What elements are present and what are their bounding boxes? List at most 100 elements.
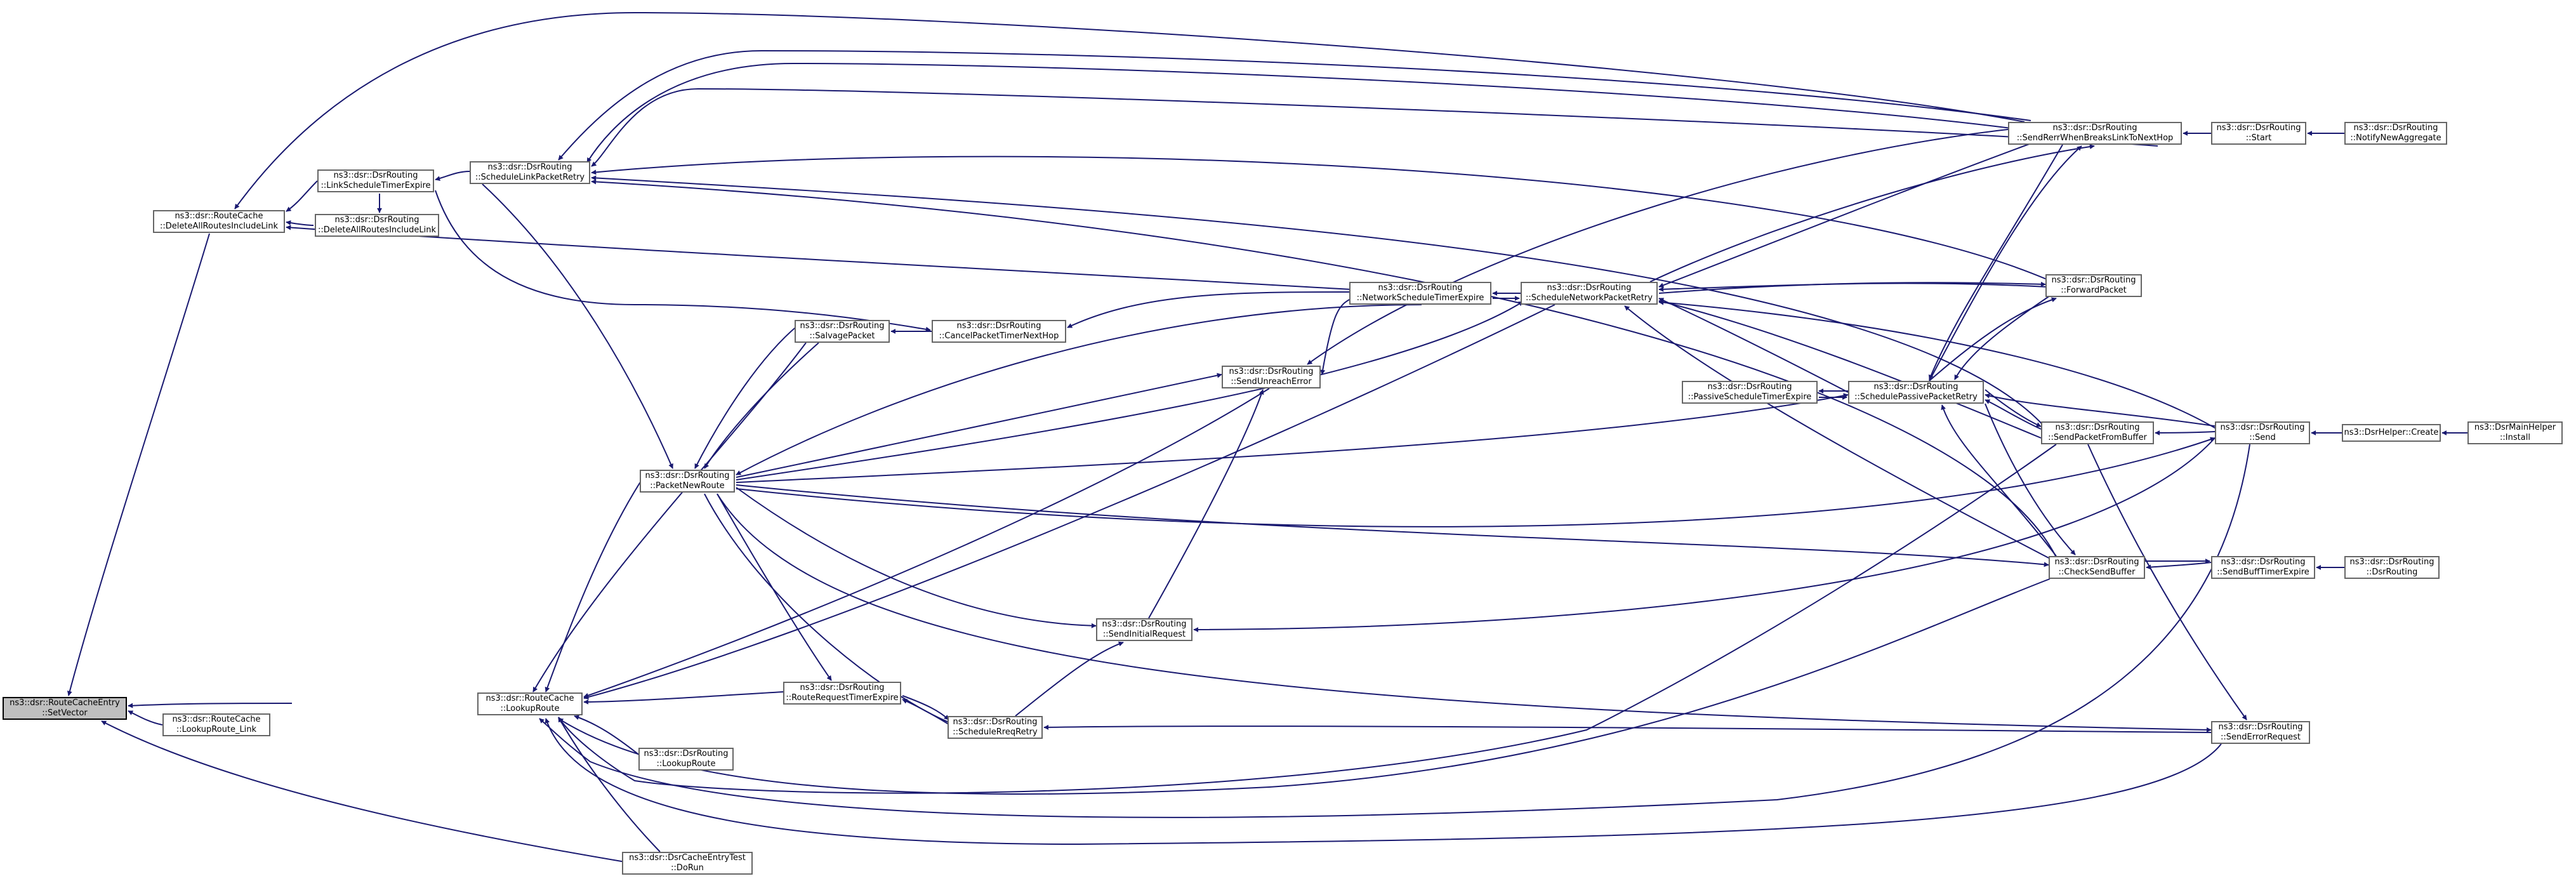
call-edge-56 bbox=[1929, 144, 2063, 380]
node-line2: ::SendUnreachError bbox=[1231, 377, 1312, 387]
call-edge-17 bbox=[574, 715, 640, 756]
node-line2: ::SendErrorRequest bbox=[2221, 732, 2301, 742]
node-check-send-buffer[interactable]: ns3::dsr::DsrRouting ::CheckSendBuffer bbox=[2049, 556, 2145, 579]
node-line1: ns3::dsr::DsrRouting bbox=[2054, 557, 2139, 567]
call-edge-16 bbox=[583, 691, 784, 705]
node-cancel-packet-timer-next-hop[interactable]: ns3::dsr::DsrRouting ::CancelPacketTimer… bbox=[932, 320, 1066, 343]
node-line2: ::ScheduleLinkPacketRetry bbox=[475, 173, 585, 182]
node-line1: ns3::dsr::DsrRouting bbox=[953, 717, 1038, 727]
node-send-unreach-error[interactable]: ns3::dsr::DsrRouting ::SendUnreachError bbox=[1222, 366, 1321, 388]
call-edge-59 bbox=[1941, 404, 2057, 557]
node-line1: ns3::dsr::DsrRouting bbox=[956, 321, 1041, 331]
node-routing-delete-all-routes[interactable]: ns3::dsr::DsrRouting ::DeleteAllRoutesIn… bbox=[315, 214, 439, 237]
node-line2: ::DeleteAllRoutesIncludeLink bbox=[159, 222, 279, 231]
node-line1: ns3::dsr::RouteCache bbox=[175, 211, 263, 221]
node-send-buff-timer-expire[interactable]: ns3::dsr::DsrRouting ::SendBuffTimerExpi… bbox=[2211, 556, 2315, 579]
node-dsr-routing-constructor[interactable]: ns3::dsr::DsrRouting ::DsrRouting bbox=[2344, 556, 2440, 579]
call-edge-43 bbox=[1320, 298, 1352, 375]
call-edge-26 bbox=[583, 304, 1556, 700]
node-send-initial-request[interactable]: ns3::dsr::DsrRouting ::SendInitialReques… bbox=[1096, 618, 1192, 641]
node-cache-entry-test-do-run[interactable]: ns3::dsr::DsrCacheEntryTest ::DoRun bbox=[622, 852, 753, 875]
node-salvage-packet[interactable]: ns3::dsr::DsrRouting ::SalvagePacket bbox=[795, 320, 890, 343]
node-link-schedule-timer-expire[interactable]: ns3::dsr::DsrRouting ::LinkScheduleTimer… bbox=[317, 169, 434, 192]
node-line2: ::SalvagePacket bbox=[809, 331, 875, 341]
call-edge-37 bbox=[736, 437, 2216, 527]
call-edge-28 bbox=[1067, 291, 1352, 328]
node-line1: ns3::DsrMainHelper bbox=[2474, 423, 2556, 432]
call-edge-1 bbox=[128, 710, 163, 725]
call-edge-9 bbox=[435, 171, 470, 182]
node-line1: ns3::dsr::DsrRouting bbox=[2052, 123, 2137, 133]
node-line2: ::SendPacketFromBuffer bbox=[2048, 433, 2147, 442]
node-schedule-rreq-retry[interactable]: ns3::dsr::DsrRouting ::ScheduleRreqRetry bbox=[948, 716, 1043, 739]
node-line1: ns3::dsr::DsrRouting bbox=[2216, 123, 2301, 133]
call-edge-22 bbox=[558, 444, 2057, 794]
node-line2: ::SetVector bbox=[42, 708, 88, 718]
node-packet-new-route[interactable]: ns3::dsr::DsrRouting ::PacketNewRoute bbox=[640, 470, 735, 493]
call-edge-68 bbox=[1658, 281, 2046, 294]
call-edge-20 bbox=[532, 342, 807, 692]
node-line2: ::ScheduleNetworkPacketRetry bbox=[1526, 293, 1653, 303]
node-passive-schedule-timer-expire[interactable]: ns3::dsr::DsrRouting ::PassiveScheduleTi… bbox=[1682, 381, 1818, 404]
node-forward-packet[interactable]: ns3::dsr::DsrRouting ::ForwardPacket bbox=[2045, 274, 2142, 297]
node-send-error-request[interactable]: ns3::dsr::DsrRouting ::SendErrorRequest bbox=[2211, 721, 2310, 744]
call-edge-62 bbox=[1193, 437, 2216, 632]
node-dsr-helper-create[interactable]: ns3::DsrHelper::Create bbox=[2342, 424, 2441, 442]
call-edge-29 bbox=[435, 190, 931, 332]
node-line1: ns3::dsr::DsrRouting bbox=[2220, 423, 2305, 432]
call-edge-34 bbox=[736, 301, 1524, 480]
call-edge-61 bbox=[1015, 641, 1124, 717]
node-send-rerr-when-breaks-link[interactable]: ns3::dsr::DsrRouting ::SendRerrWhenBreak… bbox=[2008, 122, 2182, 145]
call-edge-14 bbox=[591, 175, 2051, 434]
node-line1: ns3::dsr::DsrRouting bbox=[2055, 423, 2140, 432]
node-line2: ::LookupRoute bbox=[500, 704, 560, 713]
node-line1: ns3::dsr::DsrCacheEntryTest bbox=[629, 853, 746, 863]
node-line1: ns3::dsr::DsrRouting bbox=[2218, 722, 2303, 732]
node-start[interactable]: ns3::dsr::DsrRouting ::Start bbox=[2211, 122, 2306, 145]
call-edge-45 bbox=[1148, 389, 1264, 619]
call-edge-38 bbox=[736, 304, 1422, 475]
call-edge-33 bbox=[736, 373, 1222, 478]
node-send-packet-from-buffer[interactable]: ns3::dsr::DsrRouting ::SendPacketFromBuf… bbox=[2041, 421, 2154, 444]
call-edge-21 bbox=[583, 388, 1270, 698]
node-line2: ::LinkScheduleTimerExpire bbox=[320, 181, 431, 190]
node-line1: ns3::dsr::DsrRouting bbox=[644, 749, 729, 758]
node-delete-all-routes-cache[interactable]: ns3::dsr::RouteCache ::DeleteAllRoutesIn… bbox=[153, 210, 285, 233]
call-edge-66 bbox=[1649, 144, 2095, 282]
call-edge-53 bbox=[1658, 300, 2222, 432]
call-edge-48 bbox=[1658, 143, 2031, 288]
node-line1: ns3::dsr::DsrRouting bbox=[800, 683, 885, 692]
node-route-request-timer-expire[interactable]: ns3::dsr::DsrRouting ::RouteRequestTimer… bbox=[783, 682, 901, 705]
call-edge-23 bbox=[558, 578, 2051, 795]
node-line2: ::LookupRoute_Link bbox=[176, 725, 257, 734]
node-line2: ::LookupRoute bbox=[656, 759, 716, 769]
call-edge-13 bbox=[591, 156, 2047, 280]
node-notify-new-aggregate[interactable]: ns3::dsr::DsrRouting ::NotifyNewAggregat… bbox=[2344, 122, 2447, 145]
call-edge-7 bbox=[286, 225, 1352, 290]
call-edge-39 bbox=[736, 487, 1097, 628]
node-line2: ::PacketNewRoute bbox=[650, 481, 725, 491]
node-network-schedule-timer-expire[interactable]: ns3::dsr::DsrRouting ::NetworkScheduleTi… bbox=[1349, 282, 1491, 305]
node-line1: ns3::dsr::DsrRouting bbox=[2051, 275, 2136, 285]
node-line2: ::Send bbox=[2249, 433, 2276, 442]
call-edge-3 bbox=[67, 233, 210, 696]
node-schedule-network-packet-retry[interactable]: ns3::dsr::DsrRouting ::ScheduleNetworkPa… bbox=[1521, 282, 1658, 305]
node-cache-lookup-route[interactable]: ns3::dsr::RouteCache ::LookupRoute bbox=[477, 692, 583, 715]
call-edge-67 bbox=[1929, 145, 2082, 381]
call-edge-73 bbox=[1985, 403, 2076, 555]
call-edge-0 bbox=[128, 703, 293, 708]
call-edge-64 bbox=[902, 695, 949, 720]
node-send[interactable]: ns3::dsr::DsrRouting ::Send bbox=[2215, 421, 2310, 444]
call-edge-2 bbox=[101, 720, 626, 863]
node-lookup-route-link[interactable]: ns3::dsr::RouteCache ::LookupRoute_Link bbox=[162, 713, 270, 736]
node-schedule-passive-packet-retry[interactable]: ns3::dsr::DsrRouting ::SchedulePassivePa… bbox=[1848, 381, 1984, 404]
node-line2: ::DeleteAllRoutesIncludeLink bbox=[317, 225, 437, 235]
call-edge-63 bbox=[902, 699, 948, 724]
node-routing-lookup-route[interactable]: ns3::dsr::DsrRouting ::LookupRoute bbox=[638, 748, 734, 771]
node-setvector[interactable]: ns3::dsr::RouteCacheEntry ::SetVector bbox=[3, 697, 127, 720]
call-edge-32 bbox=[694, 324, 799, 469]
node-line2: ::SendBuffTimerExpire bbox=[2217, 567, 2309, 577]
node-line2: ::RouteRequestTimerExpire bbox=[786, 693, 899, 703]
node-dsr-main-helper-install[interactable]: ns3::DsrMainHelper ::Install bbox=[2467, 421, 2563, 444]
node-schedule-link-packet-retry[interactable]: ns3::dsr::DsrRouting ::ScheduleLinkPacke… bbox=[470, 161, 590, 184]
